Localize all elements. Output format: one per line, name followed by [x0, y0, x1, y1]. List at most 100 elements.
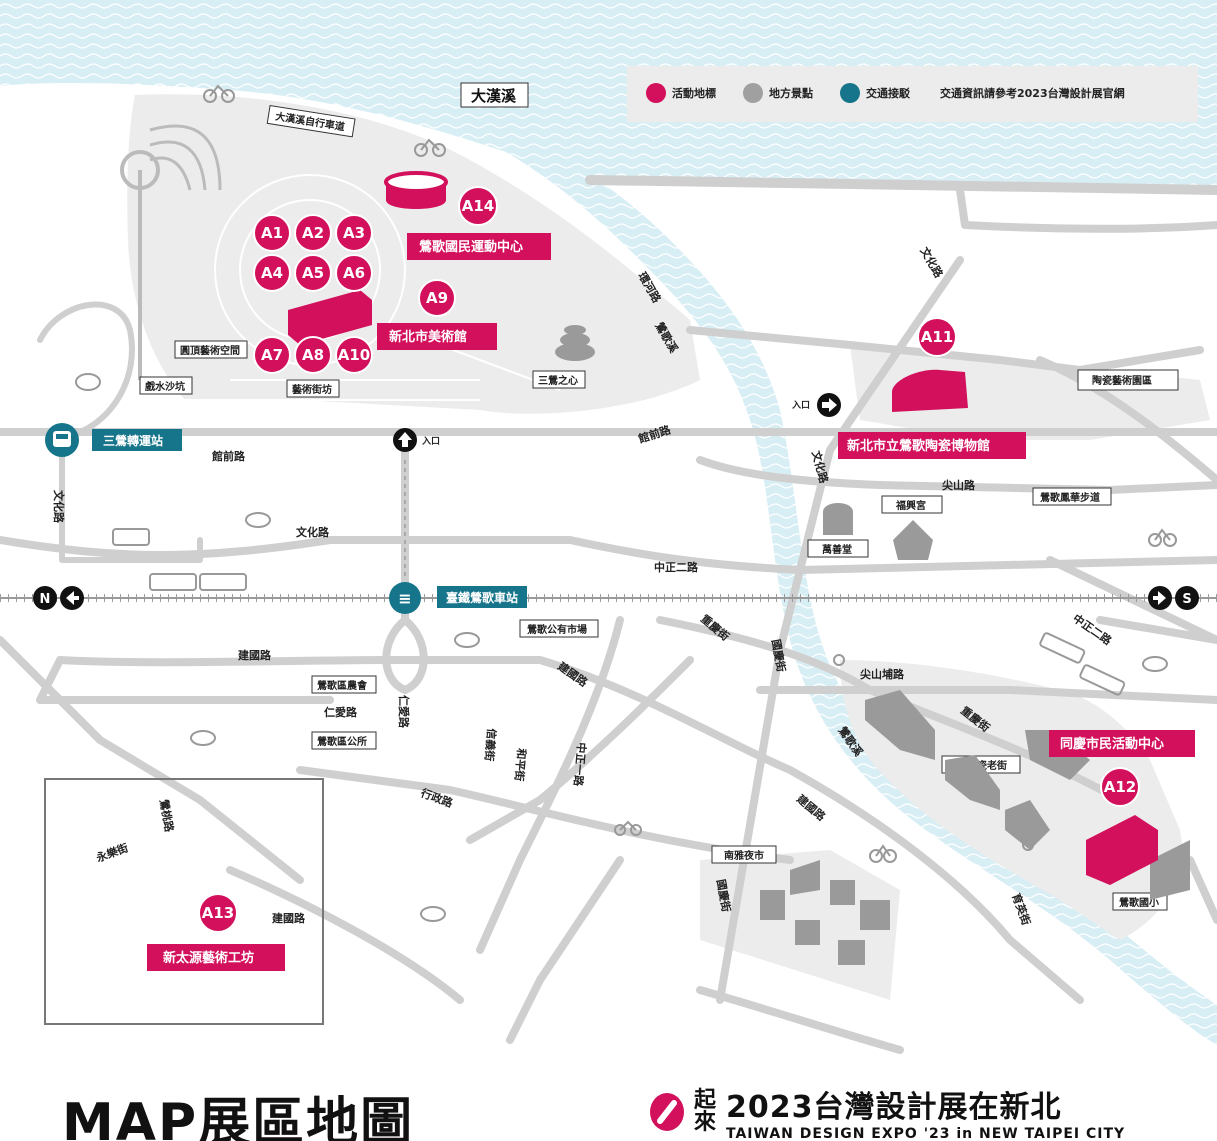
road-jianshan: 尖山路 — [942, 478, 976, 492]
pin-a2[interactable]: A2 — [294, 214, 332, 252]
svg-text:A4: A4 — [261, 264, 283, 282]
car-icon — [245, 512, 271, 528]
pin-a7[interactable]: A7 — [253, 336, 291, 374]
svg-text:新北市美術館: 新北市美術館 — [389, 329, 467, 345]
svg-text:A10: A10 — [338, 346, 370, 364]
pin-a10[interactable]: A10 — [335, 336, 373, 374]
ceramics-museum-building-icon — [892, 369, 968, 412]
svg-text:入口: 入口 — [791, 400, 810, 411]
venue-buildings — [288, 171, 1158, 885]
tag-sports-center[interactable]: 鶯歌國民運動中心 — [407, 233, 551, 260]
road-zhongzheng1: 中正一路 — [571, 742, 589, 788]
south-direction-icon: S — [1148, 586, 1199, 610]
map-title: MAP展區地圖 — [62, 1093, 415, 1141]
svg-text:A8: A8 — [302, 346, 324, 364]
svg-text:≡: ≡ — [398, 589, 411, 608]
pin-marker-icon — [1022, 839, 1034, 851]
pin-a5[interactable]: A5 — [294, 254, 332, 292]
rail-station-icon[interactable]: ≡ — [389, 582, 421, 614]
spot-public-market: 鶯歌公有市場 — [519, 619, 599, 638]
road-guanqian-east: 館前路 — [636, 422, 674, 446]
art-museum-building-icon — [288, 290, 372, 345]
pin-a1[interactable]: A1 — [253, 214, 291, 252]
svg-text:A1: A1 — [261, 224, 283, 242]
inset-frame — [44, 778, 324, 1025]
rail-station-label[interactable]: 臺鐵鶯歌車站 — [437, 586, 527, 608]
bike-icon — [869, 844, 897, 863]
sanying-heart-icon — [555, 343, 595, 361]
svg-text:鶯歌鳳華步道: 鶯歌鳳華步道 — [1040, 491, 1100, 504]
pin-a8[interactable]: A8 — [294, 336, 332, 374]
expo-title-en: TAIWAN DESIGN EXPO '23 in NEW TAIPEI CIT… — [726, 1126, 1126, 1141]
road-jianshanpu: 尖山埔路 — [860, 667, 905, 681]
elementary-building-icon — [1150, 840, 1190, 900]
road-yingtao: 鶯桃路 — [157, 798, 177, 834]
road-guoqing-south: 國慶街 — [714, 878, 734, 913]
tag-community-center[interactable]: 同慶市民活動中心 — [1049, 730, 1195, 757]
spot-sanying-heart: 三鶯之心 — [532, 370, 586, 389]
road-wenhua-vertical: 文化路 — [52, 490, 66, 524]
expo-map: 活動地標 地方景點 交通接駁 交通資訊請參考2023台灣設計展官網 大漢溪 鶯歌… — [0, 0, 1217, 1054]
tag-xintaiyuan[interactable]: 新太源藝術工坊 — [147, 944, 285, 971]
pin-marker-icon — [833, 654, 845, 666]
legend-note: 交通資訊請參考2023台灣設計展官網 — [940, 86, 1125, 100]
spot-bike-path: 大漢溪自行車道 — [266, 104, 356, 138]
legend-transit-dot — [840, 83, 860, 103]
pin-a13[interactable]: A13 — [198, 893, 238, 933]
pin-a12[interactable]: A12 — [1100, 767, 1140, 807]
spot-district-office: 鶯歌區公所 — [311, 731, 377, 750]
pin-a9[interactable]: A9 — [418, 279, 456, 317]
pin-a6[interactable]: A6 — [335, 254, 373, 292]
pin-a14[interactable]: A14 — [458, 186, 498, 226]
road-wenhua-west: 文化路 — [296, 525, 330, 539]
pin-a4[interactable]: A4 — [253, 254, 291, 292]
entrance-park-icon[interactable]: 入口 — [393, 428, 440, 452]
car-icon — [190, 730, 216, 746]
svg-text:福興宮: 福興宮 — [895, 499, 926, 512]
road-renai-vertical: 仁愛路 — [397, 695, 411, 729]
pin-a3[interactable]: A3 — [335, 214, 373, 252]
north-direction-icon: N — [33, 586, 84, 610]
bike-icons — [75, 84, 1177, 922]
wanshan-hall-icon — [823, 503, 853, 535]
svg-text:新北市立鶯歌陶瓷博物館: 新北市立鶯歌陶瓷博物館 — [847, 438, 990, 454]
bus-icon — [1079, 664, 1126, 696]
scooter-icon — [614, 820, 642, 836]
svg-text:南雅夜市: 南雅夜市 — [724, 849, 764, 862]
road-zhongzheng2-west: 中正二路 — [654, 560, 699, 574]
river-label: 大漢溪 — [471, 87, 517, 105]
spot-wanshan-hall: 萬善堂 — [807, 539, 869, 558]
bike-icon — [203, 84, 235, 103]
svg-text:藝術街坊: 藝術街坊 — [292, 383, 332, 396]
spot-dome-art: 圓頂藝術空間 — [174, 340, 248, 359]
legend-transit-label: 交通接駁 — [866, 86, 911, 100]
svg-text:陶瓷藝術園區: 陶瓷藝術園區 — [1092, 374, 1152, 387]
spot-fenghua-trail: 鶯歌鳳華步道 — [1032, 487, 1112, 506]
svg-text:同慶市民活動中心: 同慶市民活動中心 — [1060, 736, 1164, 752]
entrance-museum-icon[interactable]: 入口 — [791, 393, 841, 417]
legend-local-dot — [743, 83, 763, 103]
svg-text:入口: 入口 — [421, 436, 440, 447]
svg-text:鶯歌區農會: 鶯歌區農會 — [317, 679, 368, 692]
svg-text:A12: A12 — [1104, 778, 1136, 796]
mrt-station-label[interactable]: 三鶯轉運站 — [92, 429, 182, 451]
svg-text:萬善堂: 萬善堂 — [822, 543, 852, 556]
svg-text:A6: A6 — [343, 264, 365, 282]
expo-title-cn: 2023台灣設計展在新北 — [726, 1090, 1062, 1125]
tag-art-museum[interactable]: 新北市美術館 — [377, 323, 497, 350]
svg-text:A5: A5 — [302, 264, 324, 282]
tag-ceramics-museum[interactable]: 新北市立鶯歌陶瓷博物館 — [838, 432, 1026, 459]
svg-text:A7: A7 — [261, 346, 283, 364]
mrt-station-icon[interactable] — [45, 423, 79, 457]
car-icon — [1142, 656, 1168, 672]
svg-text:A2: A2 — [302, 224, 324, 242]
svg-text:N: N — [40, 592, 51, 607]
svg-text:鶯歌公有市場: 鶯歌公有市場 — [527, 623, 587, 636]
pin-a11[interactable]: A11 — [917, 317, 957, 357]
svg-text:A14: A14 — [462, 197, 494, 215]
venue-tags: 鶯歌國民運動中心 新北市美術館 新北市立鶯歌陶瓷博物館 同慶市民活動中心 新太源… — [147, 233, 1195, 971]
svg-text:A9: A9 — [426, 289, 448, 307]
old-street-buildings-icon — [865, 690, 1090, 850]
svg-text:新太源藝術工坊: 新太源藝術工坊 — [163, 950, 254, 966]
